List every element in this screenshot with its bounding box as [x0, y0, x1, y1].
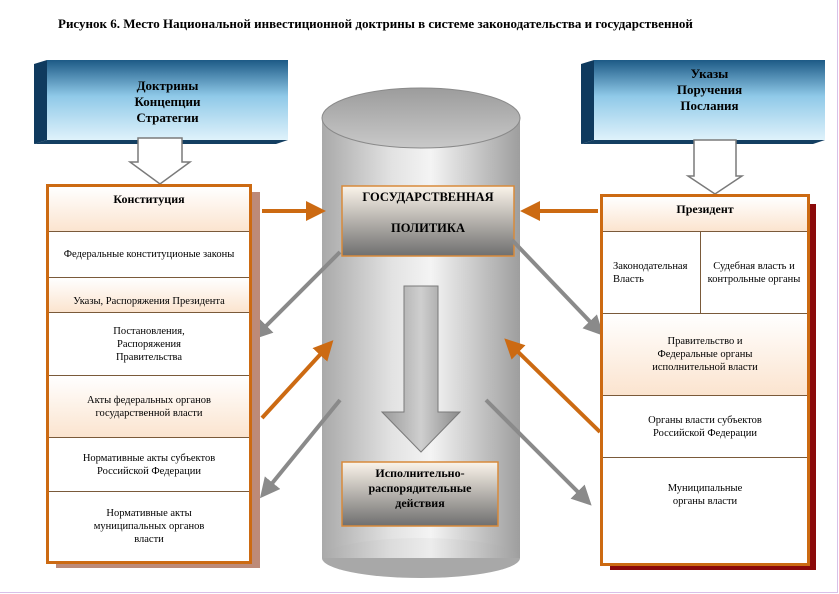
blue-box-right-graphic: [581, 60, 825, 144]
right-row-subjects: Органы власти субъектов Российской Федер…: [603, 395, 807, 457]
actions-label: Исполнительно- распорядительные действия: [342, 466, 498, 511]
left-row-constitution: Конституция: [49, 187, 249, 231]
left-row-federal-acts: Акты федеральных органов государственной…: [49, 375, 249, 437]
actions-label-line-3: действия: [395, 496, 445, 510]
left-panel: Конституция Федеральные конституционые з…: [46, 184, 252, 564]
top-right-box: Указы Поручения Послания: [594, 66, 825, 114]
top-right-line-1: Указы: [690, 66, 729, 81]
right-legislative: Законодательная Власть: [603, 232, 701, 313]
left-row-municipal: Нормативные акты муниципальных органов в…: [49, 491, 249, 561]
small-arrow-right: [685, 139, 745, 195]
orange-arrow-right-diag: [504, 338, 602, 434]
left-row-president-decrees: Указы, Распоряжения Президента: [49, 277, 249, 312]
orange-arrow-left-diag: [260, 340, 334, 420]
top-right-line-2: Поручения: [676, 82, 743, 97]
top-left-line-1: Доктрины: [136, 78, 199, 93]
actions-box: [341, 461, 499, 527]
right-row-government: Правительство и Федеральные органы испол…: [603, 313, 807, 395]
actions-label-line-2: распорядительные: [368, 481, 472, 495]
big-down-arrow: [380, 285, 462, 453]
actions-label-line-1: Исполнительно-: [375, 466, 465, 480]
right-judicial: Судебная власть и контрольные органы: [707, 260, 801, 285]
gray-arrow-left-bottom: [259, 398, 342, 499]
left-row-subjects: Нормативные акты субъектов Российской Фе…: [49, 437, 249, 491]
blue-box-left-graphic: [34, 60, 288, 144]
right-row-municipal: Муниципальные органы власти: [603, 457, 807, 531]
top-right-line-3: Послания: [680, 98, 739, 113]
right-row-split: Законодательная Власть Судебная власть и…: [603, 231, 807, 313]
top-left-box: Доктрины Концепции Стратегии: [47, 78, 288, 126]
right-panel: Президент Законодательная Власть Судебна…: [600, 194, 810, 566]
policy-label: ГОСУДАРСТВЕННАЯ ПОЛИТИКА: [342, 190, 514, 236]
small-arrow-left: [127, 137, 193, 185]
gray-arrow-right-bottom: [484, 398, 592, 506]
right-row-president: Президент: [603, 197, 807, 231]
gray-arrow-right-top: [510, 238, 604, 336]
top-left-line-2: Концепции: [134, 94, 201, 109]
left-row-fkz: Федеральные конституционые законы: [49, 231, 249, 277]
gray-arrow-left-top: [252, 250, 342, 340]
left-row-government: Постановления, Распоряжения Правительств…: [49, 312, 249, 375]
policy-label-line-2: ПОЛИТИКА: [390, 221, 465, 235]
policy-label-line-1: ГОСУДАРСТВЕННАЯ: [362, 190, 494, 204]
figure-title: Рисунок 6. Место Национальной инвестицио…: [58, 16, 693, 31]
top-left-line-3: Стратегии: [136, 110, 199, 125]
policy-box: [341, 185, 515, 257]
